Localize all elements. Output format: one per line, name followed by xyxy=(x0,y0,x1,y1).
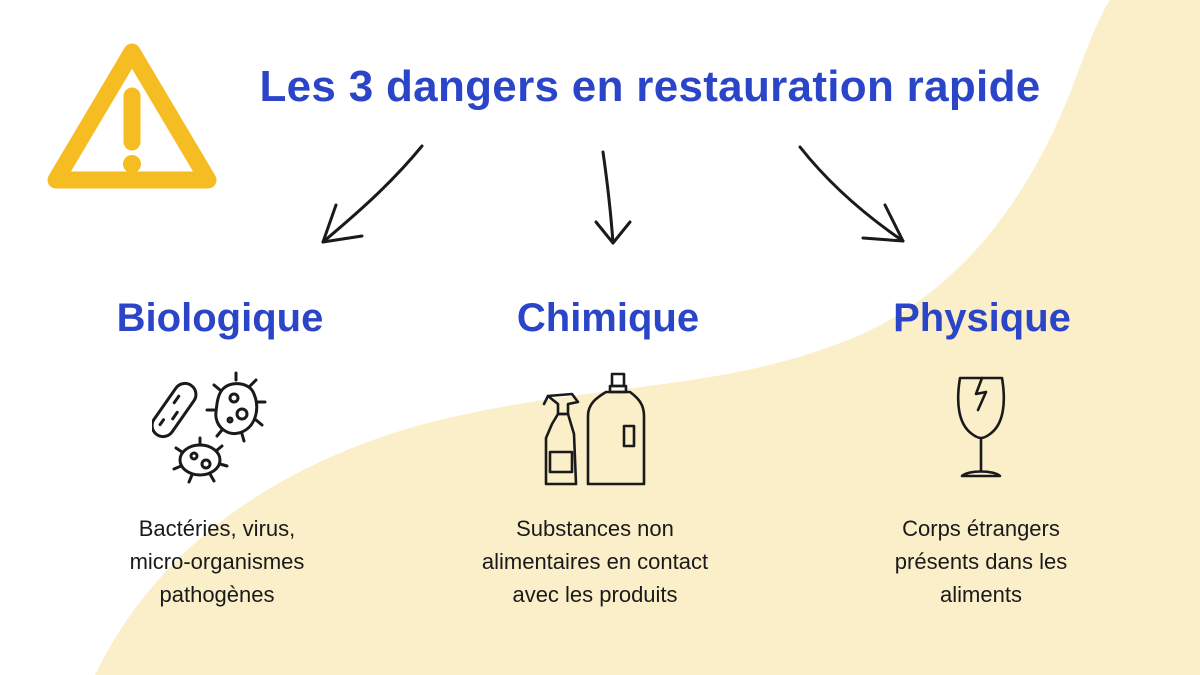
bacteria-icon xyxy=(152,371,267,484)
arrow-center xyxy=(594,150,632,245)
description-line: micro-organismes xyxy=(129,549,305,574)
category-description: Bactéries, virus, micro-organismes patho… xyxy=(52,512,382,611)
description-line: Bactéries, virus, xyxy=(138,516,296,541)
category-title: Physique xyxy=(893,296,1071,340)
arrow-right xyxy=(798,145,905,243)
category-title: Chimique xyxy=(516,296,700,340)
description-line: Substances non xyxy=(516,516,674,541)
cleaning-products-icon xyxy=(542,372,646,486)
description-line: aliments xyxy=(940,582,1022,607)
category-title: Biologique xyxy=(116,296,324,340)
description-line: présents dans les xyxy=(894,549,1068,574)
description-line: alimentaires en contact xyxy=(481,549,709,574)
category-description: Substances non alimentaires en contact a… xyxy=(430,512,760,611)
description-line: Corps étrangers xyxy=(902,516,1060,541)
description-line: avec les produits xyxy=(512,582,678,607)
arrow-left xyxy=(321,144,424,244)
category-description: Corps étrangers présents dans les alimen… xyxy=(816,512,1146,611)
warning-icon xyxy=(47,43,217,189)
page-title: Les 3 dangers en restauration rapide xyxy=(259,62,1041,111)
description-line: pathogènes xyxy=(159,582,275,607)
broken-glass-icon xyxy=(956,376,1006,478)
wave-shape xyxy=(95,0,1200,675)
